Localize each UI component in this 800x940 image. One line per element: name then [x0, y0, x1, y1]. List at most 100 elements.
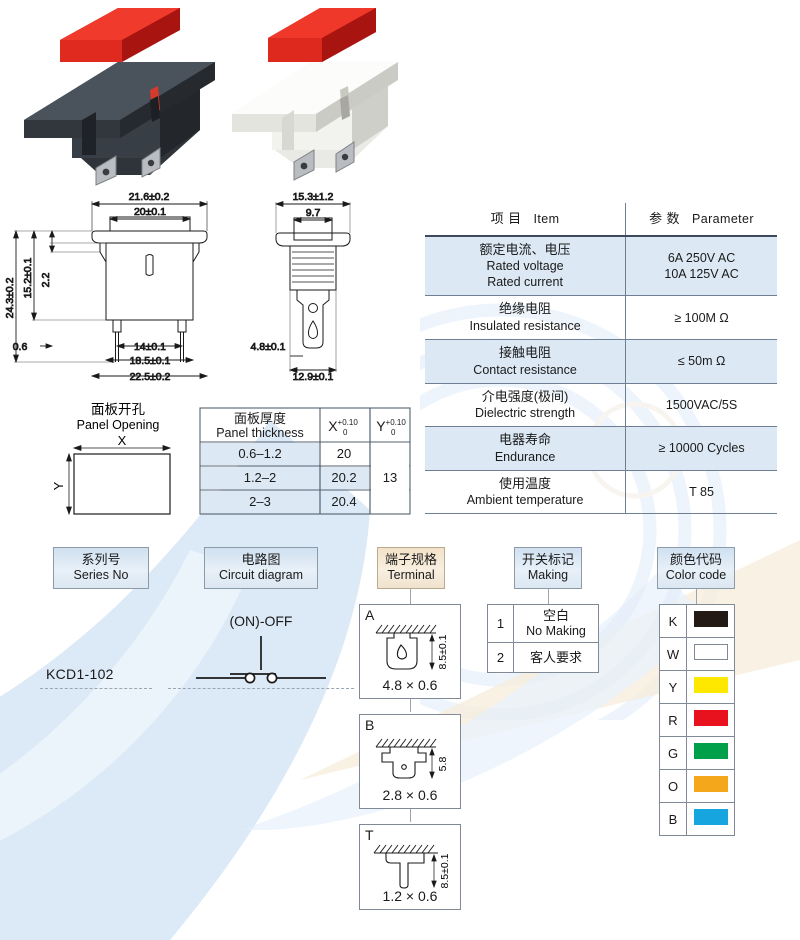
connector-line-terminal — [410, 589, 411, 604]
table-row: 电器寿命 Endurance ≥ 10000 Cycles — [425, 426, 777, 471]
series-underline — [40, 688, 152, 689]
spec-item-rated-cn: 额定电流、电压 — [479, 241, 571, 257]
color-code-y: Y — [659, 670, 687, 704]
series-model-number: KCD1-102 — [46, 666, 114, 682]
terminal-box-a: A 8.5±0.1 4.8 × 0.6 — [359, 604, 461, 699]
svg-text:15.2±0.1: 15.2±0.1 — [22, 257, 34, 298]
terminal-box-t: T 8.5±0.1 1.2 × 0.6 — [359, 824, 461, 910]
table-row: 额定电流、电压 Rated voltage Rated current 6A 2… — [425, 235, 777, 297]
spec-item-temperature-en: Ambient temperature — [466, 493, 584, 508]
making-row-1-cn: 空白 — [542, 608, 569, 623]
svg-text:8.5±0.1: 8.5±0.1 — [437, 634, 449, 669]
color-code-b: B — [659, 802, 687, 836]
svg-text:15.3±1.2: 15.3±1.2 — [293, 191, 334, 203]
spec-item-rated-en1: Rated voltage — [486, 259, 564, 274]
spec-header-item-cn: 项 目 — [490, 211, 522, 226]
color-swatch-y-cell — [686, 670, 735, 704]
svg-text:Y: Y — [51, 481, 66, 490]
color-swatch-o — [693, 775, 728, 792]
table-row: 绝缘电阻 Insulated resistance ≥ 100M Ω — [425, 295, 777, 340]
svg-text:X+0.100: X+0.100 — [328, 418, 358, 437]
svg-text:24.3±0.2: 24.3±0.2 — [4, 277, 16, 318]
color-swatch-b — [693, 808, 728, 825]
table-row: Y — [659, 670, 735, 704]
svg-text:Y+0.100: Y+0.100 — [376, 418, 406, 437]
section-circuit-cn: 电路图 — [241, 552, 281, 567]
section-series-en: Series No — [73, 567, 129, 582]
section-header-circuit: 电路图 Circuit diagram — [204, 547, 318, 590]
color-code-k: K — [659, 604, 687, 638]
making-row-1-en: No Making — [526, 623, 586, 638]
table-row: G — [659, 736, 735, 770]
dimension-drawings: 21.6±0.2 20±0.1 24.3±0.2 15.2±0.1 2.2 0.… — [4, 191, 352, 383]
svg-text:2–3: 2–3 — [249, 494, 271, 509]
spec-param-dielectric: 1500VAC/5S — [625, 383, 777, 428]
table-row: 接触电阻 Contact resistance ≤ 50m Ω — [425, 339, 777, 384]
svg-text:14±0.1: 14±0.1 — [134, 341, 166, 353]
svg-text:面板开孔: 面板开孔 — [91, 402, 145, 417]
table-row: W — [659, 637, 735, 671]
making-options-table: 1 空白 No Making 2 客人要求 — [487, 604, 599, 674]
making-row-2-num: 2 — [487, 641, 514, 674]
spec-param-contact: ≤ 50m Ω — [625, 339, 777, 384]
photo-black-switch — [24, 8, 215, 186]
color-swatch-g-cell — [686, 736, 735, 770]
table-row: 1 空白 No Making — [487, 604, 599, 643]
svg-text:9.7: 9.7 — [306, 207, 321, 219]
terminal-a-dimension: 4.8 × 0.6 — [382, 677, 438, 693]
spec-param-endurance: ≥ 10000 Cycles — [625, 426, 777, 471]
color-swatch-b-cell — [686, 802, 735, 836]
svg-text:22.5±0.2: 22.5±0.2 — [130, 371, 171, 383]
svg-text:Panel Opening: Panel Opening — [77, 418, 160, 432]
spec-param-rated: 6A 250V AC 10A 125V AC — [625, 235, 777, 297]
svg-text:X: X — [118, 433, 127, 448]
circuit-diagram-symbol — [196, 636, 326, 684]
making-row-2-cn: 客人要求 — [513, 641, 599, 674]
spec-item-endurance: 电器寿命 Endurance — [425, 426, 627, 471]
color-code-r: R — [659, 703, 687, 737]
table-row: 2 客人要求 — [487, 641, 599, 674]
spec-item-dielectric: 介电强度(极间) Dielectric strength — [425, 383, 627, 428]
color-code-g: G — [659, 736, 687, 770]
svg-text:2.2: 2.2 — [40, 273, 52, 288]
spec-param-temperature: T 85 — [625, 470, 777, 515]
section-color-cn: 颜色代码 — [669, 552, 722, 567]
circuit-mode-label: (ON)-OFF — [229, 613, 293, 629]
panel-opening-block: 面板开孔 Panel Opening X Y 面板厚度 Panel thickn… — [51, 402, 411, 516]
spec-item-endurance-en: Endurance — [494, 449, 556, 464]
spec-item-endurance-cn: 电器寿命 — [499, 432, 552, 448]
color-swatch-g — [693, 742, 728, 759]
section-color-en: Color code — [665, 567, 727, 582]
svg-text:21.6±0.2: 21.6±0.2 — [129, 191, 170, 203]
svg-text:20.2: 20.2 — [331, 470, 356, 485]
section-terminal-en: Terminal — [387, 567, 435, 582]
spec-param-insulated: ≥ 100M Ω — [625, 295, 777, 340]
svg-text:0.6–1.2: 0.6–1.2 — [238, 446, 281, 461]
svg-text:Panel thickness: Panel thickness — [216, 426, 304, 440]
section-header-series: 系列号 Series No — [53, 547, 149, 590]
color-code-table: K W Y R G O B — [659, 604, 735, 836]
spec-header-item: 项 目 Item — [425, 203, 627, 237]
svg-text:20: 20 — [337, 446, 351, 461]
color-code-w: W — [659, 637, 687, 671]
terminal-a-drawing: 8.5±0.1 — [375, 624, 449, 671]
making-row-1-text: 空白 No Making — [513, 604, 599, 643]
section-making-cn: 开关标记 — [521, 552, 574, 567]
table-row: 介电强度(极间) Dielectric strength 1500VAC/5S — [425, 383, 777, 428]
svg-text:1.2–2: 1.2–2 — [244, 470, 277, 485]
color-swatch-r — [693, 709, 728, 726]
color-swatch-r-cell — [686, 703, 735, 737]
svg-text:0.6: 0.6 — [13, 341, 28, 353]
spec-item-temperature: 使用温度 Ambient temperature — [425, 470, 627, 515]
table-row: 使用温度 Ambient temperature T 85 — [425, 470, 777, 515]
circuit-underline — [168, 688, 354, 689]
color-code-o: O — [659, 769, 687, 803]
section-circuit-en: Circuit diagram — [218, 567, 304, 582]
color-swatch-y — [693, 676, 728, 693]
specification-table: 项 目 Item 参 数 Parameter 额定电流、电压 Rated vol… — [425, 203, 777, 515]
section-header-terminal: 端子规格 Terminal — [377, 547, 445, 590]
making-row-1-num: 1 — [487, 604, 514, 643]
section-making-en: Making — [527, 567, 569, 582]
spec-item-dielectric-en: Dielectric strength — [475, 406, 576, 421]
svg-text:20±0.1: 20±0.1 — [134, 206, 166, 218]
